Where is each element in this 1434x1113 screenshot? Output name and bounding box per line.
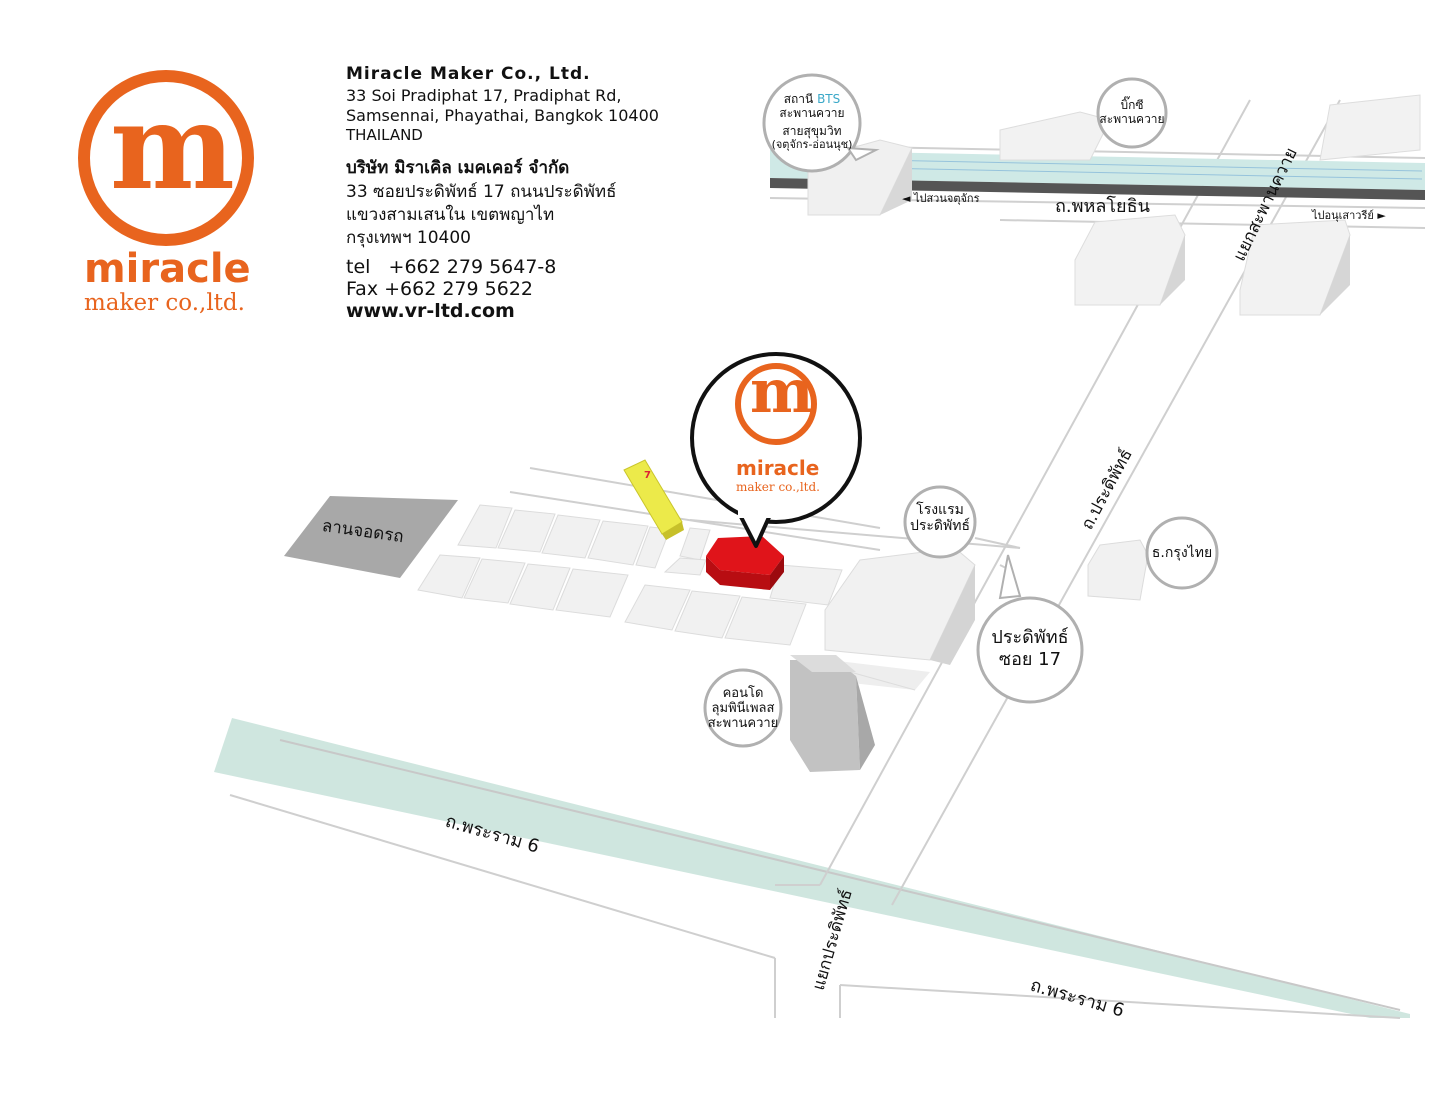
logo-ring: [78, 70, 254, 246]
seven-eleven: [623, 459, 683, 535]
bts-callout-line4: (จตุจักร-อ่อนนุช): [771, 138, 853, 151]
condo-callout: [703, 668, 783, 748]
office-logo-word: miracle: [736, 456, 820, 480]
logo-mark-letter: m: [110, 77, 235, 216]
address-en-3: THAILAND: [346, 126, 423, 144]
address-th-2: แขวงสามเสนใน เขตพญาไท: [346, 205, 555, 225]
bts-callout-line3: สายสุขุมวิท: [782, 124, 842, 138]
shophouse-row-right: [624, 527, 843, 646]
hotel-line1: โรงแรม: [916, 502, 964, 518]
seven-eleven-label: 7: [644, 470, 651, 481]
to-chatuchak-label: ◄ ไปสวนจตุจักร: [902, 192, 980, 205]
bts-track: [770, 150, 1425, 190]
office-building: [706, 536, 784, 575]
parking-lot: [284, 496, 458, 578]
condo-tower: [790, 660, 860, 772]
logo-word: miracle: [84, 246, 251, 292]
to-victory-monument-label: ไปอนุเสาวรีย์ ►: [1312, 209, 1386, 222]
krungthai-label: ธ.กรุงไทย: [1151, 545, 1213, 561]
condo-line2: ลุมพินีเพลส: [711, 701, 775, 716]
office-callout: [690, 352, 862, 524]
soi17-callout: [976, 596, 1084, 704]
tel: tel +662 279 5647-8: [346, 256, 557, 278]
company-name-en: Miracle Maker Co., Ltd.: [346, 64, 591, 84]
hotel-callout: [903, 485, 977, 559]
shophouse-row-middle: [417, 554, 629, 618]
address-th-3: กรุงเทพฯ 10400: [346, 228, 471, 248]
bts-station-callout: [762, 73, 862, 173]
address-en-1: 33 Soi Pradiphat 17, Pradiphat Rd,: [346, 86, 622, 105]
office-logo-sub: maker co.,ltd.: [736, 480, 820, 494]
address-en-2: Samsennai, Phayathai, Bangkok 10400: [346, 106, 659, 125]
condo-line1: คอนโด: [722, 686, 764, 701]
big-c-callout: [1096, 77, 1168, 149]
office-logo-letter: m: [750, 357, 814, 427]
bts-callout-line2: สะพานควาย: [779, 106, 845, 120]
krungthai-callout: [1145, 516, 1219, 590]
bts-callout-line1: สถานี BTS: [783, 92, 841, 106]
website-link[interactable]: www.vr-ltd.com: [346, 300, 515, 322]
soi17-line1: ประดิพัทธ์: [991, 627, 1069, 648]
big-c-line1: บิ๊กซี: [1120, 98, 1144, 112]
big-c-line2: สะพานควาย: [1099, 112, 1165, 126]
logo-sub: maker co.,ltd.: [84, 290, 245, 316]
address-th-1: 33 ซอยประดิพัทธ์ 17 ถนนประดิพัทธ์: [346, 182, 617, 202]
shophouse-row-upper: [457, 504, 671, 569]
phahonyothin-road-label: ถ.พหลโยธิน: [1055, 196, 1150, 217]
company-name-th: บริษัท มิราเคิล เมคเคอร์ จำกัด: [346, 158, 570, 178]
fax: Fax +662 279 5622: [346, 278, 533, 300]
hotel-line2: ประดิพัทธ์: [909, 518, 971, 534]
soi17-line2: ซอย 17: [998, 649, 1062, 670]
condo-line3: สะพานควาย: [707, 716, 779, 731]
